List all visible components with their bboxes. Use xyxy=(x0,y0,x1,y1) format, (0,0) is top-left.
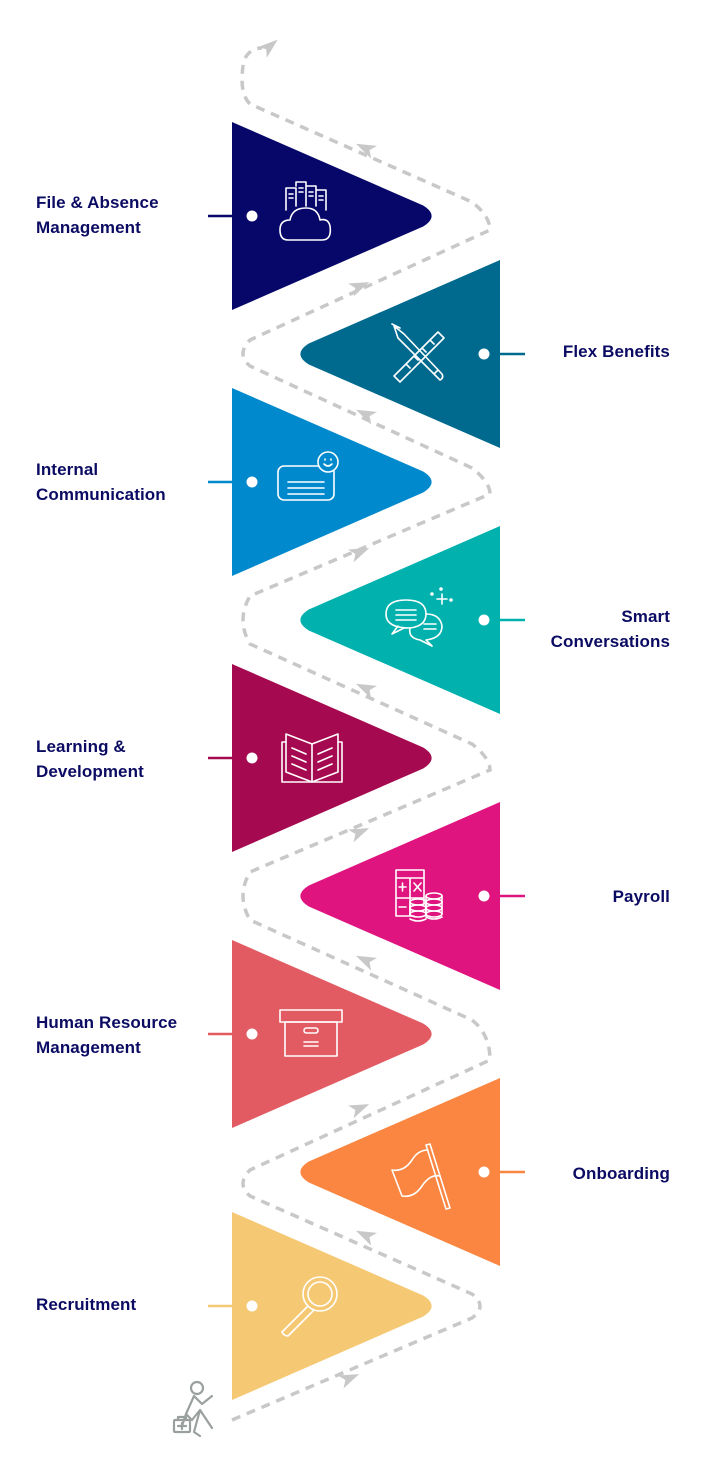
connector-dot xyxy=(246,1028,258,1040)
path-arrow-icon xyxy=(355,1230,378,1246)
step-label-flex-benefits: Flex Benefits xyxy=(563,339,670,364)
connector-dot xyxy=(478,1166,490,1178)
step-7 xyxy=(208,940,432,1128)
label-line: Learning & xyxy=(36,737,126,756)
step-label-onboarding: Onboarding xyxy=(573,1161,670,1186)
calculator-coins-icon xyxy=(395,869,443,922)
running-person-briefcase-icon xyxy=(172,1380,214,1438)
chat-bubbles-icon xyxy=(385,587,453,647)
connector-dot xyxy=(246,752,258,764)
step-1 xyxy=(208,122,432,310)
step-label-payroll: Payroll xyxy=(613,884,670,909)
archive-box-icon xyxy=(279,1009,343,1057)
flag-icon xyxy=(391,1143,451,1210)
connector-dot xyxy=(478,348,490,360)
step-8 xyxy=(300,1078,525,1266)
message-card-smile-icon xyxy=(277,451,339,501)
step-9 xyxy=(208,1212,432,1400)
connector-dot xyxy=(478,614,490,626)
step-label-internal-communication: Internal Communication xyxy=(36,457,166,507)
path-arrow-icon xyxy=(355,143,378,159)
step-triangle xyxy=(300,802,500,990)
step-label-learning-development: Learning & Development xyxy=(36,734,144,784)
connector-dot xyxy=(478,890,490,902)
label-line: Flex Benefits xyxy=(562,342,670,361)
path-arrow-icon xyxy=(355,955,378,971)
path-arrow-icon xyxy=(348,828,370,843)
step-label-smart-conversations: Smart Conversations xyxy=(551,604,670,654)
step-triangle xyxy=(300,260,500,448)
step-6 xyxy=(300,802,525,990)
step-label-file-absence-management: File & Absence Management xyxy=(36,190,159,240)
path-arrow-icon xyxy=(348,1104,370,1119)
label-line: Development xyxy=(36,762,144,781)
connector-dot xyxy=(246,210,258,222)
step-5 xyxy=(208,664,432,852)
path-arrow-icon xyxy=(257,39,278,58)
magnifier-icon xyxy=(281,1276,338,1337)
open-book-icon xyxy=(281,733,343,783)
pencil-ruler-icon xyxy=(391,323,445,383)
step-triangle xyxy=(232,940,432,1128)
label-line: Conversations xyxy=(550,632,670,651)
path-arrow-icon xyxy=(348,282,370,297)
label-line: File & Absence xyxy=(36,193,159,212)
step-triangle xyxy=(300,1078,500,1266)
path-arrow-icon xyxy=(355,683,378,699)
label-line: Recruitment xyxy=(36,1295,137,1314)
label-line: Communication xyxy=(36,485,166,504)
step-3 xyxy=(208,388,432,576)
label-line: Payroll xyxy=(612,887,670,906)
path-arrow-icon xyxy=(348,548,370,563)
step-4 xyxy=(300,526,525,714)
label-line: Smart xyxy=(621,607,670,626)
step-label-recruitment: Recruitment xyxy=(36,1292,136,1317)
path-arrow-icon xyxy=(355,409,378,425)
connector-dot xyxy=(246,476,258,488)
step-label-human-resource-management: Human Resource Management xyxy=(36,1010,177,1060)
label-line: Management xyxy=(36,1038,141,1057)
step-triangle xyxy=(232,664,432,852)
label-line: Management xyxy=(36,218,141,237)
connector-dot xyxy=(246,1300,258,1312)
label-line: Internal xyxy=(36,460,99,479)
cloud-servers-icon xyxy=(279,181,332,241)
step-triangle xyxy=(232,122,432,310)
step-triangle xyxy=(232,388,432,576)
label-line: Onboarding xyxy=(572,1164,670,1183)
label-line: Human Resource xyxy=(36,1013,178,1032)
step-2 xyxy=(300,260,525,448)
path-arrow-icon xyxy=(338,1374,360,1389)
